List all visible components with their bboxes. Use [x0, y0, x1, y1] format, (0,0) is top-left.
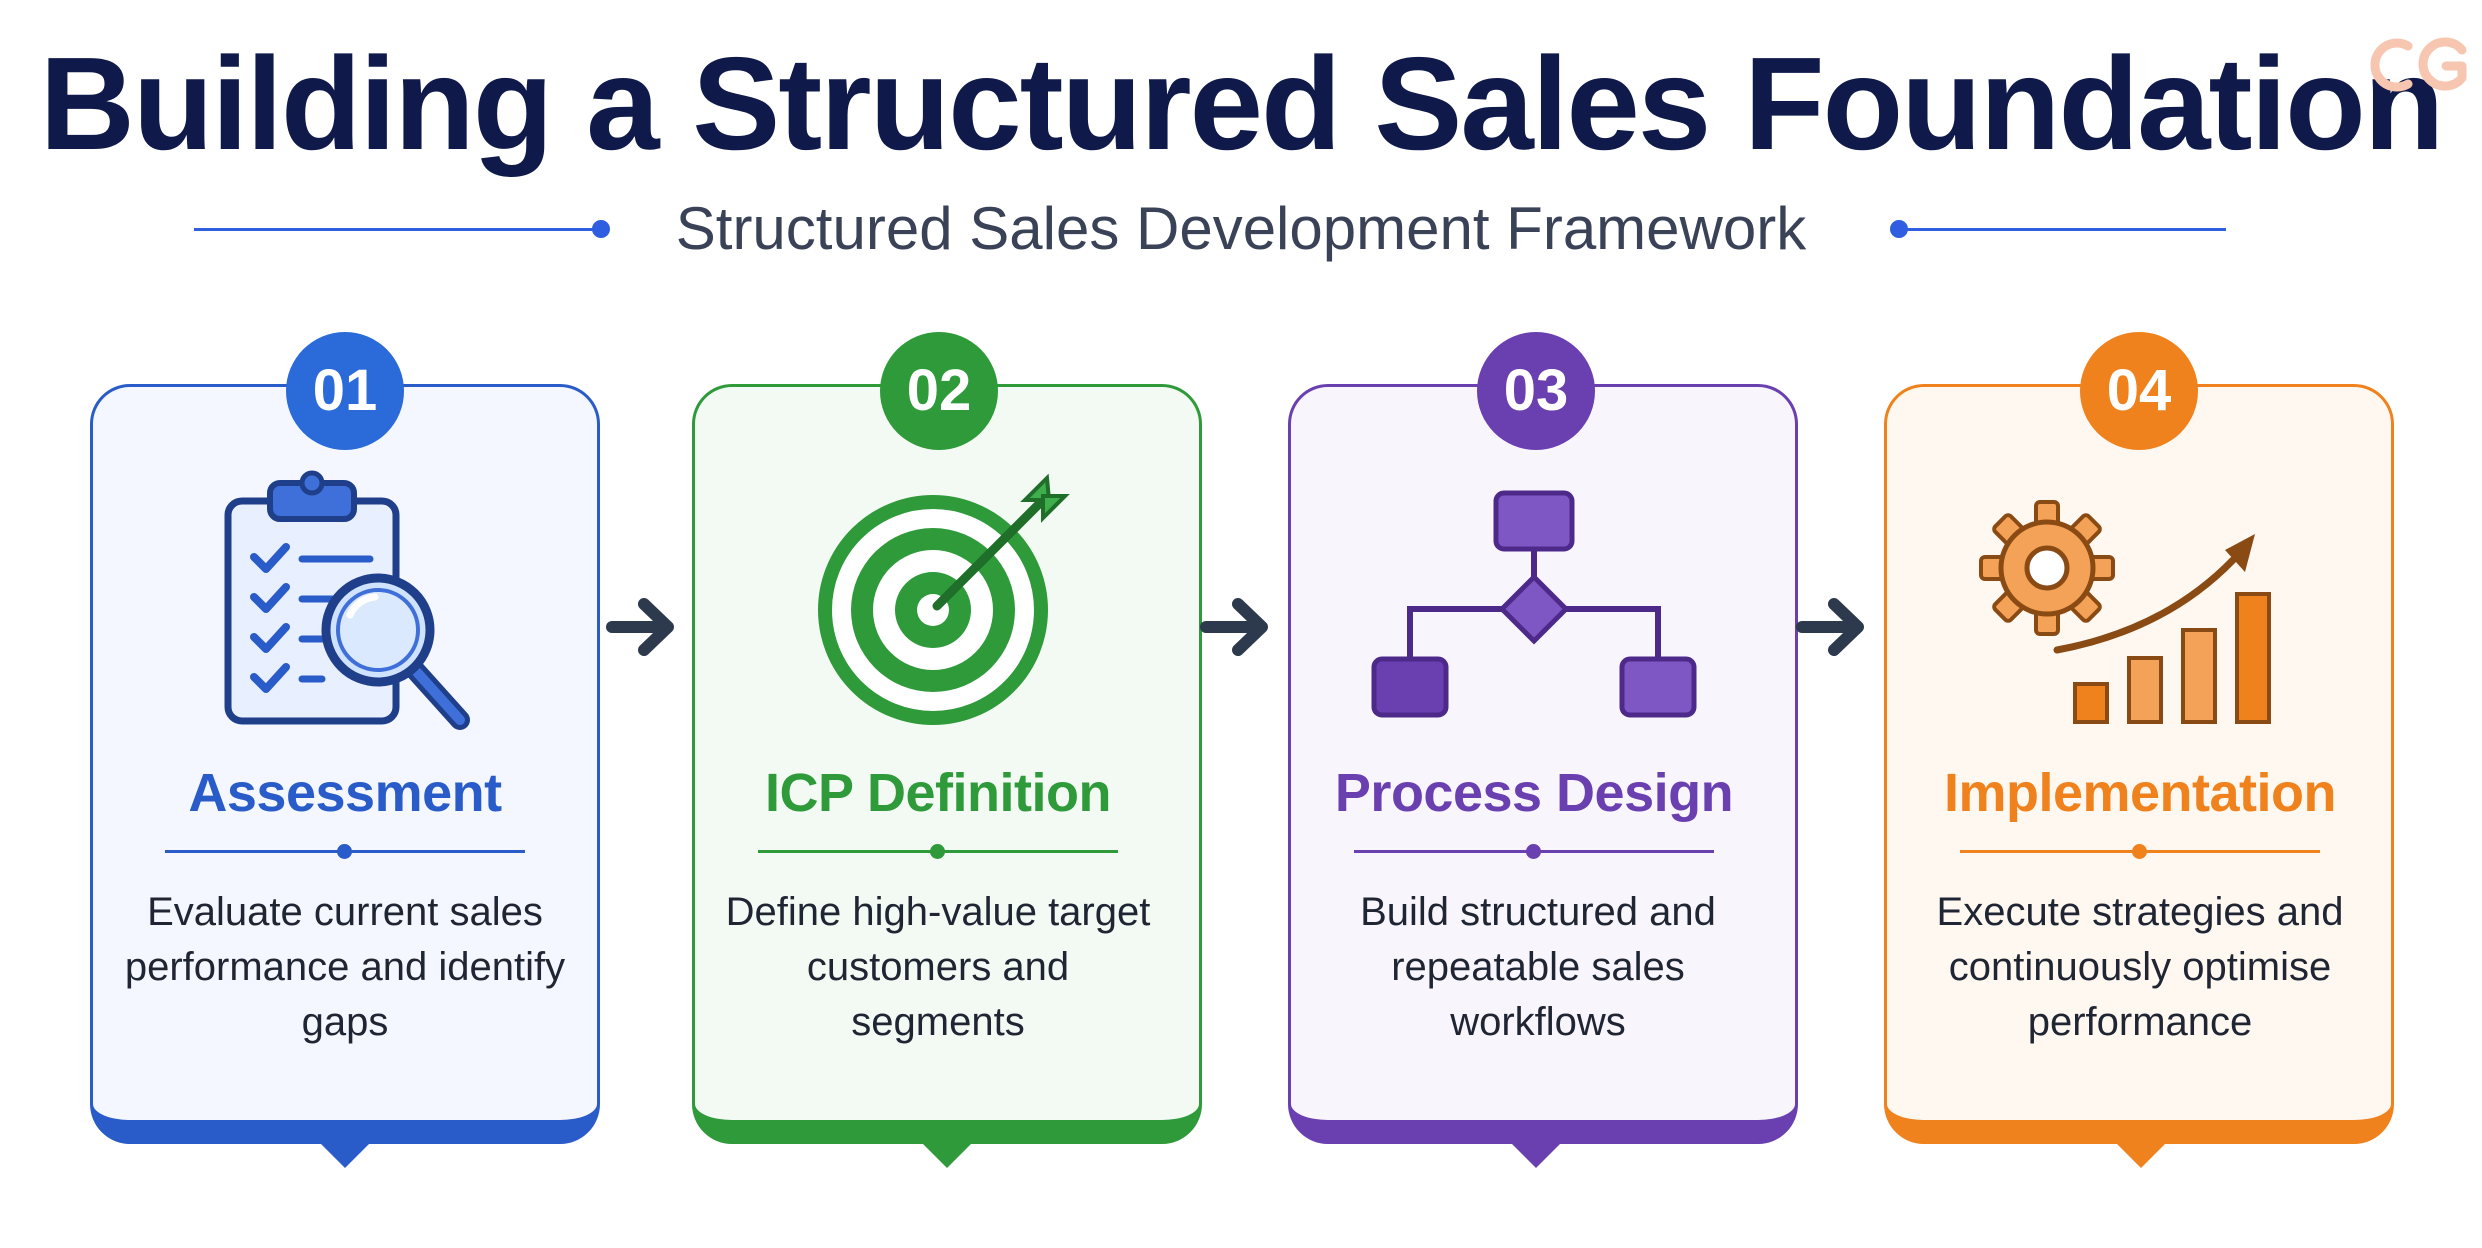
step-description-2: Define high-value target customers and s… — [725, 890, 1151, 1044]
step-badge-3: 03 — [1477, 332, 1595, 450]
step-title-4: Implementation — [1943, 763, 2337, 823]
step-title-1: Assessment — [188, 763, 502, 823]
step-badge-4: 04 — [2080, 332, 2198, 450]
step-badge-1: 01 — [286, 332, 404, 450]
step-pointer-1 — [315, 1138, 375, 1168]
arrow-icon-2 — [1200, 598, 1268, 656]
divider-dot — [2132, 844, 2147, 859]
page-title: Building a Structured Sales Foundation — [39, 30, 2445, 177]
step-divider-2 — [758, 844, 1118, 859]
clipboard-magnifier-icon — [224, 470, 470, 730]
step-description-4: Execute strategies and continuously opti… — [1936, 890, 2344, 1044]
step-description-3: Build structured and repeatable sales wo… — [1360, 890, 1716, 1044]
subtitle: Structured Sales Development Framework — [675, 195, 1807, 262]
subtitle-dot-right — [1890, 220, 1908, 238]
cg-logo — [2370, 37, 2467, 92]
step-divider-3 — [1354, 844, 1714, 859]
divider-dot — [1526, 844, 1541, 859]
step-card-4 — [1884, 384, 2394, 1144]
flowchart-icon — [1371, 490, 1697, 718]
gear-growth-chart-icon — [1979, 500, 2271, 724]
subtitle-row: Structured Sales Development Framework — [0, 190, 2482, 270]
step-pointer-2 — [917, 1138, 977, 1168]
arrow-icon-1 — [606, 598, 674, 656]
subtitle-line-right — [1900, 228, 2226, 231]
step-description-1: Evaluate current sales performance and i… — [124, 890, 566, 1044]
step-divider-1 — [165, 844, 525, 859]
step-pointer-3 — [1506, 1138, 1566, 1168]
subtitle-line-left — [194, 228, 600, 231]
arrow-icon-3 — [1796, 598, 1864, 656]
divider-dot — [930, 844, 945, 859]
step-divider-4 — [1960, 844, 2320, 859]
step-title-3: Process Design — [1334, 763, 1734, 823]
target-arrow-icon — [818, 473, 1070, 725]
subtitle-dot-left — [592, 220, 610, 238]
divider-dot — [337, 844, 352, 859]
step-pointer-4 — [2111, 1138, 2171, 1168]
gear-icon — [1979, 500, 2115, 636]
step-badge-2: 02 — [880, 332, 998, 450]
step-title-2: ICP Definition — [764, 763, 1112, 823]
